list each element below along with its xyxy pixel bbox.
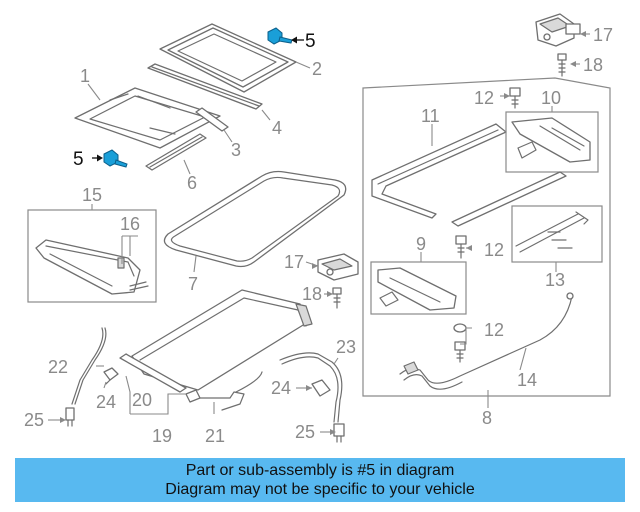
callout-16: 16 — [120, 214, 140, 234]
part-5-bolt-lower — [103, 149, 128, 168]
callout-25-left: 25 — [24, 410, 44, 430]
part-2-seal — [159, 23, 297, 93]
part-4-strip — [147, 63, 263, 110]
sunshade-panel — [131, 289, 313, 391]
part-5-arrows — [92, 36, 304, 162]
part-17-motor-top — [535, 13, 581, 47]
part-18-bolt-top — [557, 53, 567, 77]
part-22-rod — [71, 327, 107, 405]
callout-8: 8 — [482, 408, 492, 428]
callout-17-top: 17 — [593, 25, 613, 45]
callout-25-right: 25 — [295, 422, 315, 442]
info-banner: Part or sub-assembly is #5 in diagram Di… — [15, 458, 625, 502]
part-14-cable — [399, 292, 574, 390]
callout-11: 11 — [421, 106, 440, 126]
part-3-strip — [195, 107, 229, 132]
callout-14: 14 — [517, 370, 537, 390]
callout-13: 13 — [545, 270, 565, 290]
callout-15: 15 — [82, 185, 102, 205]
callout-24-left: 24 — [96, 392, 116, 412]
part-9-box — [370, 261, 467, 315]
callout-2: 2 — [312, 59, 322, 79]
callout-12-low: 12 — [484, 320, 504, 340]
callout-6: 6 — [187, 173, 197, 193]
part-17-motor-mid — [317, 253, 359, 281]
frame-rail-lower — [451, 171, 567, 227]
part-24-clip-right — [311, 379, 331, 397]
part-13-box — [511, 205, 603, 263]
callout-12-mid: 12 — [484, 240, 504, 260]
callout-10: 10 — [541, 88, 561, 108]
callout-5-upper: 5 — [305, 31, 316, 52]
callout-7: 7 — [188, 274, 198, 294]
callout-17-mid: 17 — [284, 252, 304, 272]
part-11-rail — [371, 123, 507, 219]
part-25-clip-left — [65, 407, 75, 427]
sunroof-parts-diagram: 1 2 3 4 5 5 6 7 8 9 10 11 12 12 12 13 14… — [24, 13, 613, 446]
banner-line-2: Diagram may not be specific to your vehi… — [165, 481, 475, 498]
part-5-bolt-upper — [267, 27, 293, 45]
part-12-bolt-low — [453, 323, 467, 363]
part-18-bolt-mid — [332, 287, 342, 309]
callout-24-right: 24 — [271, 378, 291, 398]
callout-1: 1 — [80, 66, 90, 86]
part-21-clip — [185, 371, 263, 411]
banner-line-1: Part or sub-assembly is #5 in diagram — [185, 462, 455, 479]
callout-9: 9 — [416, 234, 426, 254]
callout-18-top: 18 — [583, 55, 603, 75]
part-12-bolt-mid — [455, 235, 467, 259]
part-10-box — [505, 111, 599, 173]
callout-4: 4 — [272, 118, 282, 138]
callout-arrows — [60, 31, 586, 435]
part-24-clip-left — [103, 367, 119, 385]
callout-3: 3 — [231, 140, 241, 160]
callout-20: 20 — [132, 390, 152, 410]
callout-12-top: 12 — [474, 88, 494, 108]
callout-18-mid: 18 — [302, 284, 322, 304]
callout-22: 22 — [48, 357, 68, 377]
part-7-seal-ring — [163, 170, 347, 268]
part-12-bolt-top — [509, 87, 521, 109]
part-23-rod — [279, 352, 343, 423]
part-8-frame-box — [362, 77, 611, 397]
callout-5-lower: 5 — [73, 149, 84, 170]
part-6-strip — [145, 133, 207, 171]
part-1-glass-panel — [74, 87, 221, 149]
callout-labels: 1 2 3 4 5 5 6 7 8 9 10 11 12 12 12 13 14… — [24, 25, 613, 446]
callout-23: 23 — [336, 337, 356, 357]
callout-19: 19 — [152, 426, 172, 446]
callout-21: 21 — [205, 426, 225, 446]
part-20-strip — [119, 353, 187, 393]
part-15-box — [27, 209, 157, 303]
part-25-clip-right — [333, 423, 345, 443]
